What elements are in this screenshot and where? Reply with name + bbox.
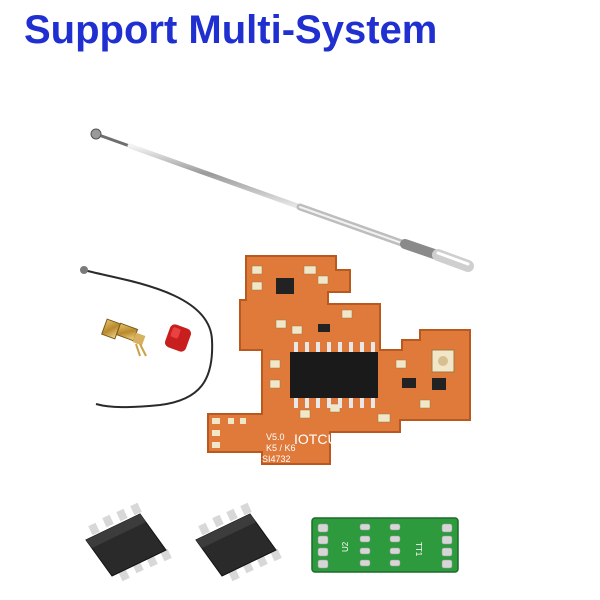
- red-dust-cap: [164, 324, 192, 352]
- sop8-chip-2: [195, 502, 282, 582]
- sma-connector: [101, 318, 147, 357]
- coax-cable: [80, 266, 214, 409]
- board-label-u2: U2: [341, 541, 350, 552]
- pcb-version-label: V5.0: [266, 432, 285, 442]
- small-green-board: U2 TT1: [311, 517, 459, 573]
- main-pcb-module: V5.0 K5 / K6 SI4732 IOTCU: [207, 255, 471, 465]
- pcb-model-label: K5 / K6: [266, 443, 296, 453]
- telescopic-antenna: [90, 128, 474, 272]
- small-ic: [276, 278, 294, 294]
- pcb-brand-label: IOTCU: [294, 431, 338, 447]
- page-title: Support Multi-System: [24, 8, 438, 52]
- si4732-chip: [290, 342, 378, 408]
- board-label-tt1: TT1: [414, 542, 423, 557]
- sop8-chip-1: [85, 502, 172, 582]
- pcb-chip-label: SI4732: [262, 454, 291, 464]
